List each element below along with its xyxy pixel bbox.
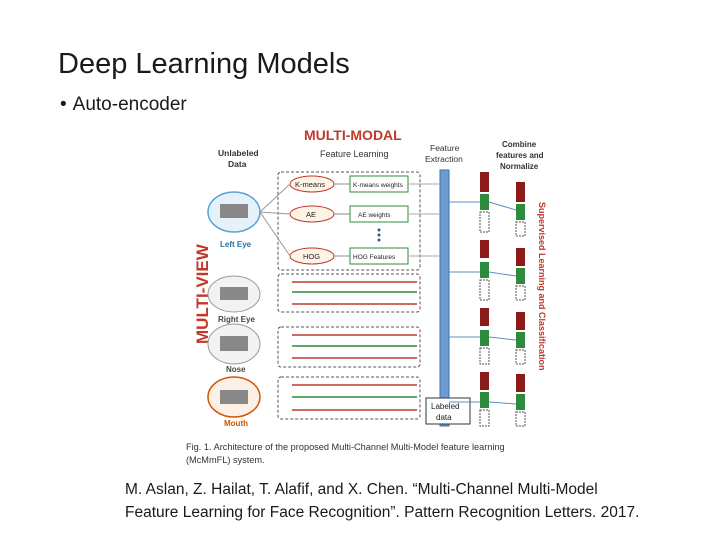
figure-feature-learning: Feature Learning (320, 149, 389, 159)
nose-block: Nose (207, 323, 421, 374)
figure-feature-extraction-line2: Extraction (425, 154, 463, 164)
feature-ae-weights: AE weights (358, 212, 391, 219)
figure-unlabeled-line2: Data (228, 159, 247, 169)
region-right-eye: Right Eye (218, 315, 255, 324)
bullet-dot-icon: • (60, 94, 67, 115)
figure-multi-view-label: MULTI-VIEW (193, 243, 212, 344)
region-left-eye: Left Eye (220, 240, 252, 249)
figure-caption-line1: Fig. 1. Architecture of the proposed Mul… (186, 442, 505, 452)
right-eye-block: Right Eye (207, 273, 421, 324)
labeled-data-line1: Labeled (431, 402, 459, 411)
citation-line-1: M. Aslan, Z. Hailat, T. Alafif, and X. C… (125, 481, 598, 498)
model-ae: AE (306, 210, 316, 219)
left-eye-block: Left Eye K-means AE HOG K-means weights … (207, 171, 440, 271)
figure-top-title: MULTI-MODAL (304, 127, 402, 143)
bullet-text: Auto-encoder (72, 94, 187, 115)
nose-image (220, 336, 248, 351)
citation: M. Aslan, Z. Hailat, T. Alafif, and X. C… (125, 478, 705, 524)
model-kmeans: K-means (295, 180, 325, 189)
left-eye-image (220, 204, 248, 218)
mouth-block: Mouth (207, 376, 421, 428)
figure-unlabeled-line1: Unlabeled (218, 148, 259, 158)
slide-title: Deep Learning Models (58, 48, 350, 80)
labeled-data-line2: data (436, 413, 452, 422)
bullet-item: •Auto-encoder (60, 94, 187, 116)
figure-combine-line3: Normalize (500, 162, 539, 171)
figure-combine-line2: features and (496, 151, 544, 160)
right-eye-image (220, 287, 248, 300)
feature-column-b (515, 182, 526, 427)
citation-line-2: Feature Learning for Face Recognition”. … (125, 504, 640, 521)
region-mouth: Mouth (224, 419, 248, 428)
figure-supervised-label: Supervised Learning and Classification (537, 202, 547, 371)
mouth-image (220, 390, 248, 404)
region-nose: Nose (226, 365, 246, 374)
architecture-figure: MULTI-MODAL Feature Learning Unlabeled D… (186, 127, 547, 465)
feature-hog-features: HOG Features (353, 254, 396, 261)
feature-extraction-bar (439, 169, 450, 427)
feature-kmeans-weights: K-means weights (353, 182, 404, 189)
feature-column-a (479, 172, 490, 427)
figure-caption-line2: (McMmFL) system. (186, 455, 265, 465)
figure-feature-extraction-line1: Feature (430, 143, 460, 153)
figure-combine-line1: Combine (502, 140, 537, 149)
model-hog: HOG (303, 252, 320, 261)
